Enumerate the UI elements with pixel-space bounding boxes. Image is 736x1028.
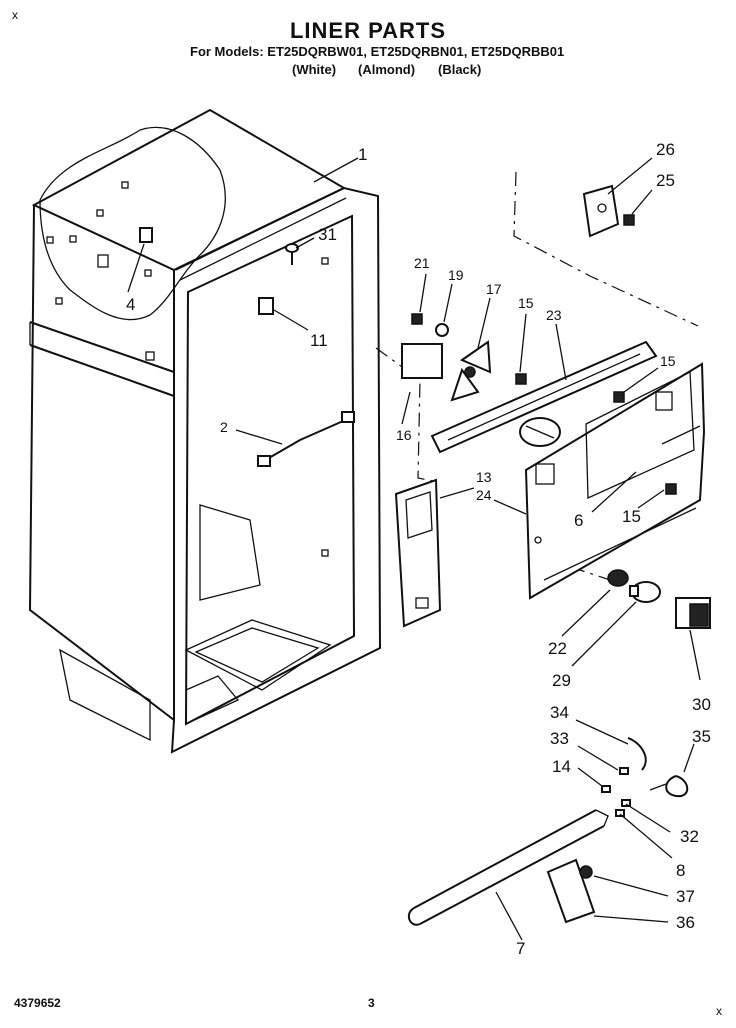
callout-labels: 1 26 25 31 4 11 21 19 17 15 23 15 2 16 1… <box>126 140 711 958</box>
callout-4: 4 <box>126 295 135 314</box>
callout-6: 6 <box>574 511 583 530</box>
models-line: For Models: ET25DQRBW01, ET25DQRBN01, ET… <box>190 44 565 59</box>
light-socket-22 <box>607 569 629 587</box>
color-black: (Black) <box>438 62 482 77</box>
callout-34: 34 <box>550 703 569 722</box>
corner-mark-top: x <box>12 8 18 22</box>
screw-15-upper <box>515 373 527 385</box>
wire-harness-2 <box>257 411 355 467</box>
evaporator-grille-23 <box>430 340 658 454</box>
callout-16: 16 <box>396 427 412 443</box>
wire-35 <box>649 775 689 798</box>
callout-14: 14 <box>552 757 571 776</box>
callout-35: 35 <box>692 727 711 746</box>
page-number: 3 <box>368 996 375 1010</box>
callout-32: 32 <box>680 827 699 846</box>
callout-8: 8 <box>676 861 685 880</box>
rear-panel-24 <box>524 362 706 600</box>
leader-lines <box>127 157 701 941</box>
callout-19: 19 <box>448 267 464 283</box>
duct-13 <box>394 478 442 628</box>
callout-22: 22 <box>548 639 567 658</box>
callout-1: 1 <box>358 145 367 164</box>
connector-8 <box>615 809 625 817</box>
callout-13: 13 <box>476 469 492 485</box>
callout-29: 29 <box>552 671 571 690</box>
liner-clip-4 <box>139 227 153 243</box>
callout-26: 26 <box>656 140 675 159</box>
callout-37: 37 <box>676 887 695 906</box>
callout-21: 21 <box>414 255 430 271</box>
callout-31: 31 <box>318 225 337 244</box>
callout-36: 36 <box>676 913 695 932</box>
callout-15-upper: 15 <box>518 295 534 311</box>
bracket-26 <box>582 184 620 238</box>
connector-14 <box>601 785 611 793</box>
light-shield-30 <box>675 597 711 629</box>
light-bulb-29 <box>629 581 661 603</box>
connector-33 <box>619 767 629 775</box>
page-title: LINER PARTS <box>289 18 447 43</box>
callout-15-lower: 15 <box>622 507 641 526</box>
callout-11: 11 <box>310 331 328 350</box>
connector-32 <box>621 799 631 807</box>
callout-17: 17 <box>486 281 502 297</box>
callout-25: 25 <box>656 171 675 190</box>
callout-15-mid: 15 <box>660 353 676 369</box>
color-almond: (Almond) <box>358 62 416 77</box>
corner-mark-bottom: x <box>716 1004 722 1018</box>
bracket-36 <box>546 858 596 924</box>
callout-23: 23 <box>546 307 562 323</box>
color-white: (White) <box>292 62 337 77</box>
callout-7: 7 <box>516 939 525 958</box>
callout-24: 24 <box>476 487 492 503</box>
clip-11 <box>258 297 274 315</box>
document-number: 4379652 <box>14 996 61 1010</box>
fan-motor-assembly <box>401 313 492 402</box>
wire-34 <box>627 737 647 771</box>
screw-15-lower <box>665 483 677 495</box>
refrigerator-liner <box>28 108 382 754</box>
callout-33: 33 <box>550 729 569 748</box>
screw-31 <box>285 243 299 265</box>
screw-15-mid <box>613 391 625 403</box>
screw-37 <box>579 865 593 879</box>
callout-2: 2 <box>220 419 228 435</box>
screw-25 <box>623 214 635 226</box>
callout-30: 30 <box>692 695 711 714</box>
defrost-heater-7 <box>407 809 609 926</box>
